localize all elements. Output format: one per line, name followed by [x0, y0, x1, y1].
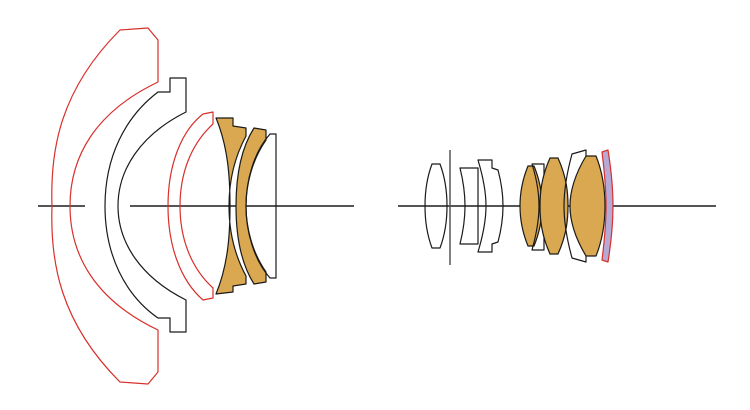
lens-element-12	[539, 157, 569, 255]
lens-element-4	[215, 117, 247, 295]
lens-element-7	[424, 163, 448, 249]
lens-element-2	[104, 77, 187, 333]
lens-element-9	[477, 159, 504, 253]
lens-element-3	[167, 111, 214, 301]
lens-element-15	[601, 149, 614, 263]
lens-element-14	[569, 155, 606, 257]
lens-element-1	[51, 27, 159, 385]
lens-element-8	[459, 167, 479, 245]
lens-element-11	[531, 163, 545, 251]
lens-element-6	[245, 133, 277, 279]
